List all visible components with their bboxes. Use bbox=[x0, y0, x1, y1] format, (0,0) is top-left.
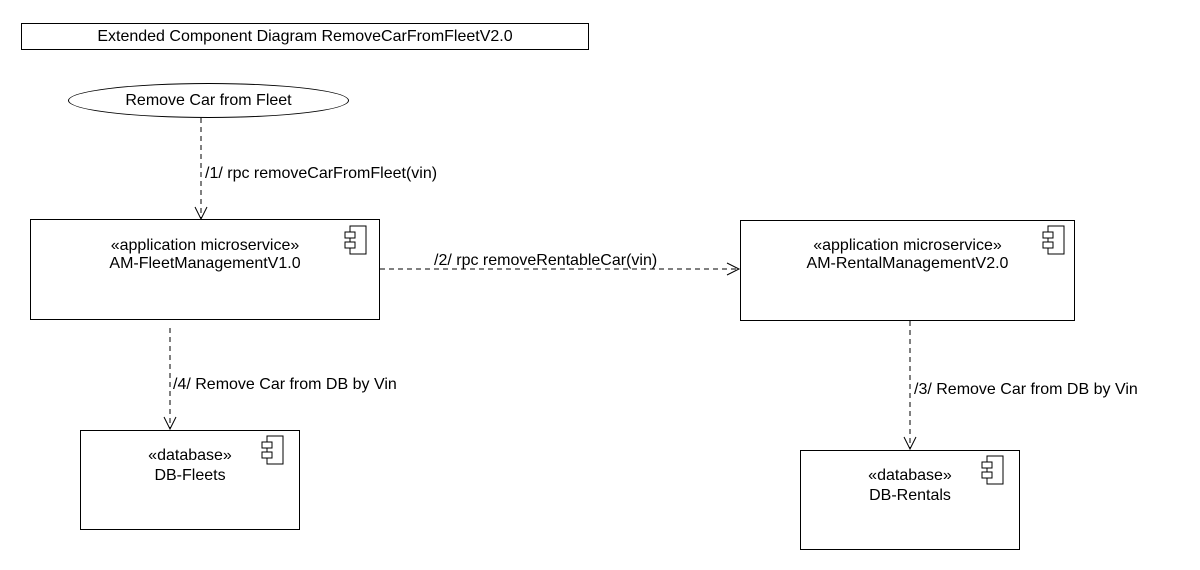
component-icon bbox=[1042, 225, 1065, 255]
component-stereotype: «application microservice» bbox=[813, 237, 1002, 254]
component-name: AM-FleetManagementV1.0 bbox=[109, 255, 301, 272]
component-db-fleets[interactable]: «database» DB-Fleets bbox=[80, 430, 300, 530]
usecase-label: Remove Car from Fleet bbox=[125, 92, 292, 109]
component-icon bbox=[344, 225, 367, 255]
message-3-arrowhead bbox=[903, 436, 917, 451]
component-db-rentals[interactable]: «database» DB-Rentals bbox=[800, 450, 1020, 550]
component-fleet-management[interactable]: «application microservice» AM-FleetManag… bbox=[30, 219, 380, 320]
component-name: DB-Fleets bbox=[154, 467, 226, 484]
component-rental-management[interactable]: «application microservice» AM-RentalMana… bbox=[740, 220, 1075, 321]
component-name: AM-RentalManagementV2.0 bbox=[806, 255, 1009, 272]
diagram-title: Extended Component Diagram RemoveCarFrom… bbox=[97, 28, 513, 45]
component-stereotype: «database» bbox=[148, 447, 232, 464]
component-name: DB-Rentals bbox=[869, 487, 951, 504]
component-icon bbox=[981, 455, 1004, 485]
component-icon bbox=[261, 435, 284, 465]
component-stereotype: «application microservice» bbox=[110, 237, 300, 254]
usecase-remove-car[interactable]: Remove Car from Fleet bbox=[68, 83, 349, 118]
message-2-label: /2/ rpc removeRentableCar(vin) bbox=[434, 252, 658, 269]
message-4-arrowhead bbox=[163, 416, 177, 431]
message-3-label: /3/ Remove Car from DB by Vin bbox=[914, 381, 1138, 398]
message-4-label: /4/ Remove Car from DB by Vin bbox=[173, 376, 397, 393]
diagram-title-frame: Extended Component Diagram RemoveCarFrom… bbox=[21, 23, 589, 50]
message-2-arrowhead bbox=[726, 262, 741, 276]
message-1-label: /1/ rpc removeCarFromFleet(vin) bbox=[205, 165, 438, 182]
component-stereotype: «database» bbox=[868, 467, 952, 484]
